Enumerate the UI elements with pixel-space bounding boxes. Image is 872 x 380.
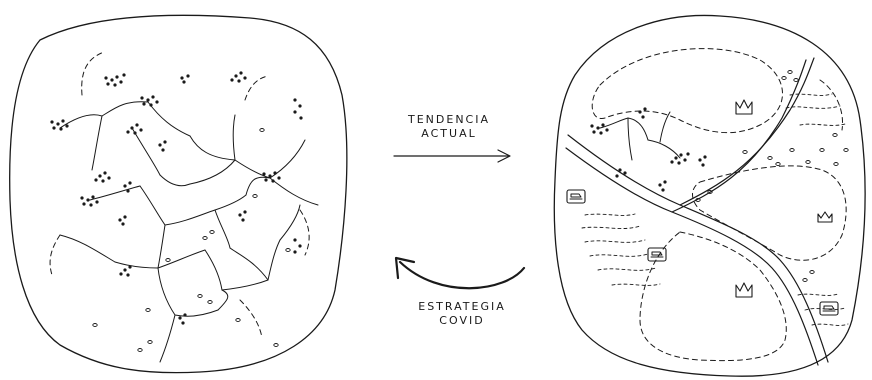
right-scattered-houses (695, 70, 849, 282)
car-icon (647, 247, 667, 262)
right-map-boundary (553, 14, 866, 377)
left-scattered-houses (92, 128, 291, 352)
bottom-arrow (394, 256, 526, 290)
left-dashed-paths (49, 51, 310, 339)
car-icon (819, 301, 839, 316)
bottom-arrow-label: ESTRATEGIA COVID (402, 300, 522, 328)
bottom-arrow-label-line1: ESTRATEGIA (418, 300, 506, 313)
car-icon (566, 189, 586, 204)
top-arrow (393, 149, 511, 163)
crown-icon (735, 282, 753, 298)
top-arrow-label-line1: TENDENCIA (408, 113, 490, 126)
right-zone-boundaries (591, 48, 847, 362)
crown-icon (735, 99, 753, 115)
left-settlement-clusters (50, 71, 303, 325)
right-main-corridor (565, 57, 829, 366)
left-road-network (59, 101, 319, 363)
left-map (9, 14, 348, 374)
right-settlement-network (599, 111, 681, 161)
right-map (553, 14, 866, 377)
right-field-rows (581, 93, 849, 326)
top-arrow-label: TENDENCIA ACTUAL (394, 113, 504, 141)
crown-icon (817, 211, 833, 223)
top-arrow-label-line2: ACTUAL (421, 127, 477, 140)
bottom-arrow-label-line2: COVID (439, 314, 485, 327)
right-settlement-clusters (590, 107, 707, 192)
left-map-boundary (9, 14, 348, 374)
